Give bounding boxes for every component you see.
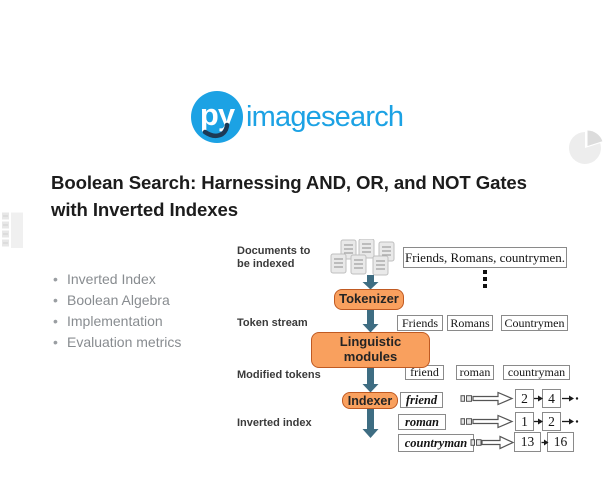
index-term-box: friend bbox=[400, 392, 443, 408]
label-documents-to-be-indexed: Documents to be indexed bbox=[237, 245, 311, 270]
pie-chart-icon bbox=[568, 130, 603, 164]
logo-y-tail-icon bbox=[202, 122, 230, 139]
list-item-label: Boolean Algebra bbox=[67, 291, 170, 308]
list-item-label: Implementation bbox=[67, 312, 163, 329]
title-line-2: with Inverted Indexes bbox=[51, 198, 238, 220]
index-term-box: roman bbox=[398, 414, 446, 430]
logo-circle: py bbox=[191, 91, 243, 143]
page-title: Boolean Search: Harnessing AND, OR, and … bbox=[51, 170, 571, 223]
agenda-list: • Inverted Index • Boolean Algebra • Implem… bbox=[53, 268, 181, 352]
more-documents-ellipsis bbox=[483, 270, 487, 288]
list-item: • Boolean Algebra bbox=[53, 289, 181, 310]
token-box: Countrymen bbox=[501, 315, 568, 331]
label-inverted-index: Inverted index bbox=[237, 417, 312, 429]
stage-indexer: Indexer bbox=[342, 392, 398, 409]
logo-wordmark: imagesearch bbox=[246, 101, 404, 133]
label-modified-tokens: Modified tokens bbox=[237, 369, 321, 381]
modified-token-box: countryman bbox=[503, 365, 570, 380]
pyimagesearch-logo: py imagesearch bbox=[191, 91, 404, 143]
bullet-icon: • bbox=[53, 291, 58, 308]
title-line-1: Boolean Search: Harnessing AND, OR, and … bbox=[51, 172, 527, 193]
token-box: Romans bbox=[447, 315, 493, 331]
postings-arrows bbox=[460, 391, 579, 450]
list-item: • Evaluation metrics bbox=[53, 331, 181, 352]
index-term-box: countryman bbox=[398, 434, 474, 452]
posting-box: 1 bbox=[515, 412, 534, 431]
token-box: Friends bbox=[397, 315, 443, 331]
documents-icon bbox=[330, 239, 395, 276]
stage-tokenizer: Tokenizer bbox=[334, 289, 404, 310]
document-sample-box: Friends, Romans, countrymen. bbox=[403, 247, 567, 268]
slide-thumbnail-strip-icon bbox=[2, 212, 23, 248]
posting-box: 16 bbox=[547, 432, 574, 452]
stage-linguistic-modules: Linguistic modules bbox=[311, 332, 430, 368]
posting-box: 2 bbox=[515, 389, 534, 408]
modified-token-box: roman bbox=[456, 365, 494, 380]
list-item-label: Evaluation metrics bbox=[67, 333, 182, 350]
bullet-icon: • bbox=[53, 312, 58, 329]
list-item-label: Inverted Index bbox=[67, 270, 156, 287]
posting-box: 13 bbox=[514, 432, 541, 452]
logo-monogram: py bbox=[199, 97, 235, 132]
pipeline-arrows bbox=[362, 275, 379, 438]
label-token-stream: Token stream bbox=[237, 317, 308, 329]
list-item: • Inverted Index bbox=[53, 268, 181, 289]
bullet-icon: • bbox=[53, 270, 58, 287]
list-item: • Implementation bbox=[53, 310, 181, 331]
bullet-icon: • bbox=[53, 333, 58, 350]
